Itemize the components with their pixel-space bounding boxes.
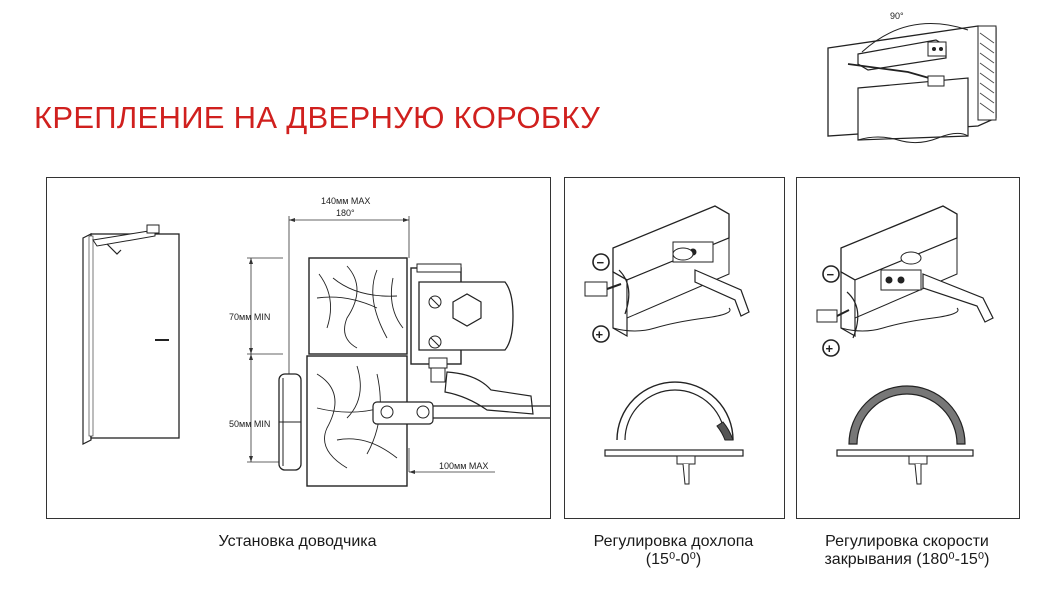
installation-diagram: 140мм MAX 180° 70мм MIN 50мм MIN 100мм M… xyxy=(82,196,550,487)
closer-body xyxy=(410,263,514,383)
angle-label: 90° xyxy=(890,11,904,21)
installation-panel: 140мм MAX 180° 70мм MIN 50мм MIN 100мм M… xyxy=(46,177,551,519)
speed-caption-line2: закрывания (180⁰-15⁰) xyxy=(824,551,990,568)
plus-symbol: + xyxy=(596,327,604,342)
speed-caption-line1: Регулировка скорости xyxy=(825,533,989,550)
latch-caption: Регулировка дохлопа (15⁰-0⁰) xyxy=(564,533,783,569)
frame-wood-block xyxy=(308,257,408,355)
latch-adjustment-panel: − + xyxy=(564,177,785,519)
speed-adjustment-panel: − + xyxy=(796,177,1020,519)
speed-adjustment-diagram: − + xyxy=(816,205,994,485)
closer-arm xyxy=(372,371,550,425)
latch-adjustment-diagram: − + xyxy=(584,205,750,485)
door-closer-perspective-illustration: 90° xyxy=(827,11,997,144)
speed-caption: Регулировка скорости закрывания (180⁰-15… xyxy=(796,533,1018,569)
dim-180: 180° xyxy=(336,208,355,218)
plus-symbol: + xyxy=(826,341,834,356)
dim-70-min: 70мм MIN xyxy=(229,312,270,322)
page-title: КРЕПЛЕНИЕ НА ДВЕРНУЮ КОРОБКУ xyxy=(34,100,601,135)
hinge xyxy=(278,373,302,471)
dim-140-max: 140мм MAX xyxy=(321,196,370,206)
dim-100-max: 100мм MAX xyxy=(439,461,488,471)
dim-50-min: 50мм MIN xyxy=(229,419,270,429)
latch-caption-line1: Регулировка дохлопа xyxy=(593,533,754,550)
installation-caption: Установка доводчика xyxy=(46,533,549,551)
minus-symbol: − xyxy=(827,267,835,282)
latch-caption-line2: (15⁰-0⁰) xyxy=(645,551,702,568)
door-leaf-illustration xyxy=(82,224,180,445)
minus-symbol: − xyxy=(597,255,605,270)
installation-caption-text: Установка доводчика xyxy=(218,533,377,550)
